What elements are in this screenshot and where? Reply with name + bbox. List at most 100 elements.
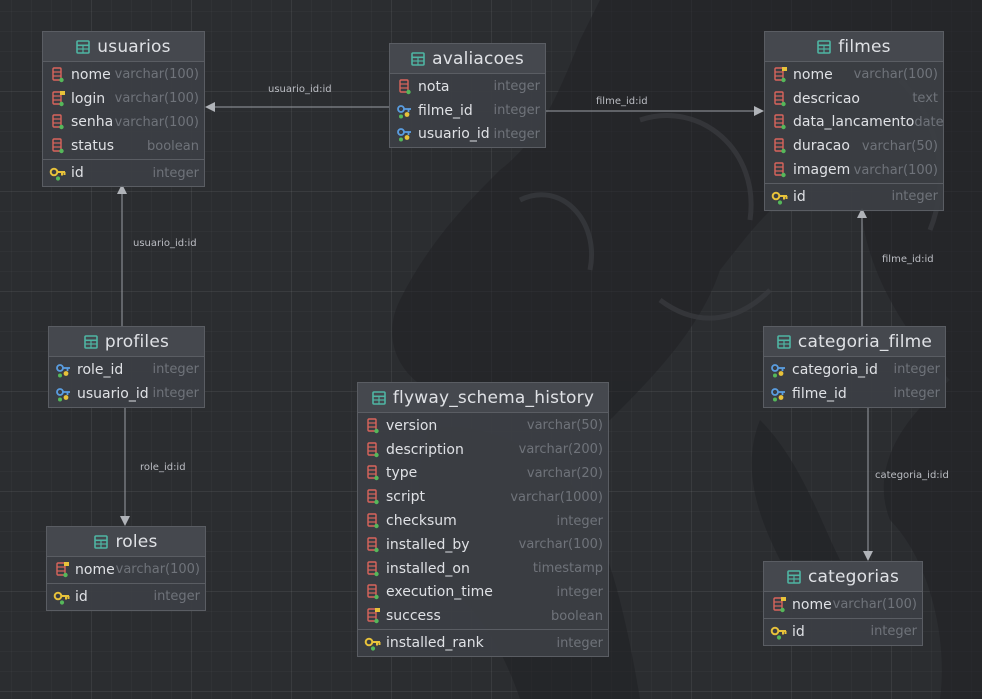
- column-row-id[interactable]: id integer: [43, 161, 204, 185]
- column-icon: [771, 161, 789, 179]
- table-name: avaliacoes: [432, 48, 524, 69]
- unique-column-icon: [771, 66, 789, 84]
- column-type: text: [912, 91, 938, 107]
- primary-key-icon: [53, 588, 71, 606]
- column-type: integer: [152, 362, 199, 378]
- table-categoria-filme[interactable]: categoria_filme categoria_id integer fil…: [763, 326, 946, 408]
- column-row-version[interactable]: version varchar(50): [358, 414, 608, 438]
- table-header-roles[interactable]: roles: [47, 527, 205, 557]
- table-profiles[interactable]: profiles role_id integer usuario_id inte…: [48, 326, 205, 408]
- table-avaliacoes[interactable]: avaliacoes nota integer filme_id integer…: [389, 43, 546, 149]
- table-roles[interactable]: roles nome varchar(100) id integer: [46, 526, 206, 611]
- column-row-role-id[interactable]: role_id integer: [49, 358, 204, 382]
- column-icon: [364, 441, 382, 459]
- foreign-key-icon: [55, 385, 73, 403]
- column-name: imagem: [793, 162, 851, 179]
- column-type: varchar(100): [832, 597, 917, 613]
- column-name: success: [386, 608, 441, 625]
- column-list: nome varchar(100): [764, 592, 922, 618]
- column-type: varchar(1000): [510, 489, 603, 505]
- column-row-id[interactable]: id integer: [764, 620, 922, 644]
- primary-key-section: installed_rank integer: [358, 629, 608, 656]
- column-row-success[interactable]: success boolean: [358, 604, 608, 628]
- column-name: nome: [793, 66, 833, 83]
- column-row-script[interactable]: script varchar(1000): [358, 485, 608, 509]
- column-row-nome[interactable]: nome varchar(100): [765, 63, 943, 87]
- column-name: checksum: [386, 513, 457, 530]
- column-row-nome[interactable]: nome varchar(100): [764, 593, 922, 617]
- foreign-key-icon: [396, 102, 414, 120]
- table-icon: [411, 51, 425, 66]
- table-categorias[interactable]: categorias nome varchar(100) id integer: [763, 561, 923, 646]
- column-row-imagem[interactable]: imagem varchar(100): [765, 158, 943, 182]
- column-row-installed-by[interactable]: installed_by varchar(100): [358, 533, 608, 557]
- column-type: varchar(100): [853, 162, 938, 178]
- table-flyway-schema-history[interactable]: flyway_schema_history version varchar(50…: [357, 382, 609, 657]
- table-icon: [817, 39, 832, 54]
- column-row-login[interactable]: login varchar(100): [43, 87, 204, 111]
- column-row-categoria-id[interactable]: categoria_id integer: [764, 358, 945, 382]
- table-header-usuarios[interactable]: usuarios: [43, 32, 204, 62]
- column-type: integer: [493, 103, 540, 119]
- column-row-nota[interactable]: nota integer: [390, 75, 545, 99]
- column-list: role_id integer usuario_id integer: [49, 357, 204, 407]
- column-icon: [364, 560, 382, 578]
- column-type: integer: [891, 189, 938, 205]
- table-header-filmes[interactable]: filmes: [765, 32, 943, 62]
- primary-key-icon: [770, 623, 788, 641]
- column-row-data-lancamento[interactable]: data_lancamento date: [765, 111, 944, 135]
- column-row-status[interactable]: status boolean: [43, 134, 204, 158]
- column-row-installed-on[interactable]: installed_on timestamp: [358, 557, 608, 581]
- table-icon: [787, 569, 801, 584]
- column-row-id[interactable]: id integer: [47, 585, 205, 609]
- column-icon: [771, 90, 789, 108]
- table-name: categoria_filme: [797, 331, 933, 352]
- column-row-execution-time[interactable]: execution_time integer: [358, 581, 608, 605]
- column-row-id[interactable]: id integer: [765, 185, 943, 209]
- column-row-usuario-id[interactable]: usuario_id integer: [390, 123, 545, 147]
- table-icon: [76, 39, 91, 54]
- table-header-categorias[interactable]: categorias: [764, 562, 922, 592]
- edge-label-categoria-filme-filmes: filme_id:id: [882, 254, 934, 265]
- table-header-profiles[interactable]: profiles: [49, 327, 204, 357]
- column-row-installed-rank[interactable]: installed_rank integer: [358, 631, 608, 655]
- column-icon: [49, 137, 67, 155]
- column-type: varchar(200): [518, 442, 603, 458]
- unique-column-icon: [364, 607, 382, 625]
- edge-label-profiles-usuarios: usuario_id:id: [133, 238, 197, 249]
- primary-key-icon: [771, 188, 789, 206]
- column-row-description[interactable]: description varchar(200): [358, 438, 608, 462]
- column-name: senha: [71, 114, 114, 131]
- table-filmes[interactable]: filmes nome varchar(100) descricao text …: [764, 31, 944, 211]
- column-row-senha[interactable]: senha varchar(100): [43, 111, 204, 135]
- edge-label-categoria-filme-categorias: categoria_id:id: [875, 470, 949, 481]
- column-row-type[interactable]: type varchar(20): [358, 462, 608, 486]
- table-header-flyway-schema-history[interactable]: flyway_schema_history: [358, 383, 608, 413]
- column-row-duracao[interactable]: duracao varchar(50): [765, 134, 943, 158]
- primary-key-icon: [364, 634, 382, 652]
- primary-key-icon: [49, 164, 67, 182]
- column-type: integer: [556, 635, 603, 651]
- column-row-filme-id[interactable]: filme_id integer: [390, 99, 545, 123]
- column-name: categoria_id: [792, 361, 878, 378]
- column-name: status: [71, 138, 115, 155]
- column-icon: [771, 137, 789, 155]
- column-icon: [49, 66, 67, 84]
- table-usuarios[interactable]: usuarios nome varchar(100) login varchar…: [42, 31, 205, 187]
- column-row-nome[interactable]: nome varchar(100): [47, 558, 205, 582]
- column-row-filme-id[interactable]: filme_id integer: [764, 382, 945, 406]
- column-name: description: [386, 441, 464, 458]
- column-icon: [364, 583, 382, 601]
- table-header-categoria-filme[interactable]: categoria_filme: [764, 327, 945, 357]
- column-icon: [364, 536, 382, 554]
- column-row-usuario-id[interactable]: usuario_id integer: [49, 382, 204, 406]
- table-header-avaliacoes[interactable]: avaliacoes: [390, 44, 545, 74]
- column-list: nome varchar(100): [47, 557, 205, 583]
- foreign-key-icon: [770, 361, 788, 379]
- column-name: id: [75, 588, 88, 605]
- column-row-nome[interactable]: nome varchar(100): [43, 63, 204, 87]
- column-row-descricao[interactable]: descricao text: [765, 87, 943, 111]
- column-row-checksum[interactable]: checksum integer: [358, 509, 608, 533]
- column-name: nome: [71, 66, 111, 83]
- column-name: nome: [75, 561, 115, 578]
